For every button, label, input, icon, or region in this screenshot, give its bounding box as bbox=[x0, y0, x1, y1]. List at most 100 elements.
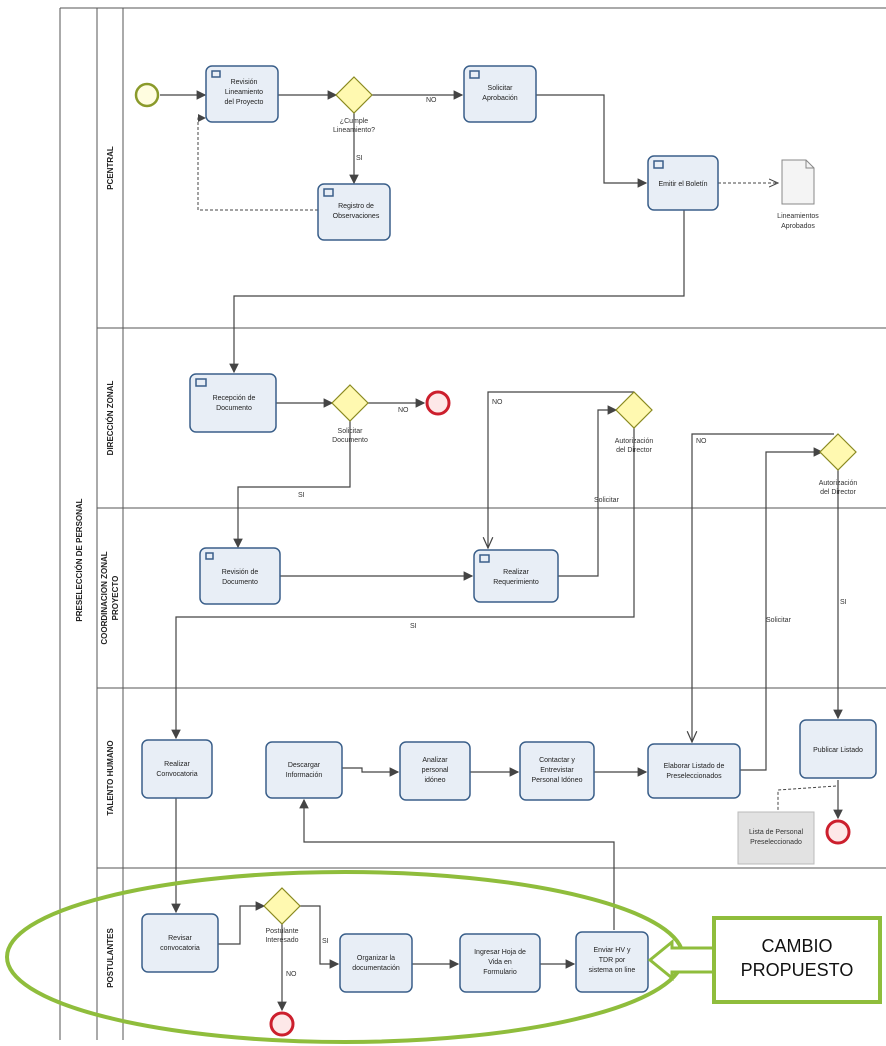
svg-text:Documento: Documento bbox=[216, 405, 252, 412]
end-event-publicar bbox=[825, 819, 851, 845]
svg-text:TDR por: TDR por bbox=[599, 957, 626, 964]
svg-text:Aprobación: Aprobación bbox=[482, 95, 518, 102]
svg-text:Documento: Documento bbox=[332, 437, 368, 444]
svg-text:Registro de: Registro de bbox=[338, 203, 374, 210]
svg-text:Interesado: Interesado bbox=[265, 937, 298, 944]
svg-text:documentación: documentación bbox=[352, 965, 400, 972]
svg-text:Contactar y: Contactar y bbox=[539, 757, 575, 764]
flow-label-no: NO bbox=[426, 97, 437, 104]
svg-text:Analizar: Analizar bbox=[422, 757, 448, 764]
flow-label-si: SI bbox=[356, 155, 363, 162]
svg-text:Ingresar Hoja de: Ingresar Hoja de bbox=[474, 949, 526, 956]
end-event-postulante bbox=[269, 1011, 295, 1037]
lane-label-pcentral: PCENTRAL bbox=[106, 146, 115, 190]
pool-frame bbox=[59, 7, 886, 1040]
gateway-cumple-lineamiento: ¿Cumple Lineamiento? bbox=[333, 76, 375, 134]
task-publicar-listado: Publicar Listado bbox=[799, 719, 877, 779]
task-registro-observaciones: Registro de Observaciones bbox=[317, 183, 391, 241]
svg-text:Lineamiento: Lineamiento bbox=[225, 89, 263, 96]
svg-text:del Director: del Director bbox=[820, 489, 856, 496]
document-lista-personal: Lista de Personal Preseleccionado bbox=[737, 811, 815, 865]
svg-text:Realizar: Realizar bbox=[164, 761, 190, 768]
lane-label-coordinacion-zonal: COORDINACION ZONAL bbox=[100, 551, 109, 644]
sequence-flows bbox=[160, 90, 843, 1012]
flow-label-no: NO bbox=[492, 399, 503, 406]
svg-text:Enviar HV y: Enviar HV y bbox=[594, 947, 631, 954]
svg-text:Autorización: Autorización bbox=[819, 480, 858, 487]
lane-label-direccion-zonal: DIRECCIÓN ZONAL bbox=[106, 381, 115, 456]
task-elaborar-listado: Elaborar Listado de Preseleccionados bbox=[647, 743, 741, 799]
envelope-icon bbox=[479, 554, 490, 563]
gateway-solicitar-documento: Solicitar Documento bbox=[331, 384, 369, 444]
svg-text:Autorización: Autorización bbox=[615, 438, 654, 445]
task-revisar-convocatoria: Revisar convocatoria bbox=[141, 913, 219, 973]
svg-text:Personal Idóneo: Personal Idóneo bbox=[532, 777, 583, 784]
task-recepcion-documento: Recepción de Documento bbox=[189, 373, 277, 433]
gateway-autorizacion-director-2: Autorización del Director bbox=[819, 433, 858, 496]
task-revision-lineamiento: Revisión Lineamiento del Proyecto bbox=[205, 65, 279, 123]
task-contactar-entrevistar: Contactar y Entrevistar Personal Idóneo bbox=[519, 741, 595, 801]
envelope-icon bbox=[323, 188, 334, 197]
gateway-autorizacion-director-1: Autorización del Director bbox=[615, 391, 654, 454]
svg-text:Realizar: Realizar bbox=[503, 569, 529, 576]
svg-text:convocatoria: convocatoria bbox=[160, 945, 200, 952]
task-revision-documento: Revisión de Documento bbox=[199, 547, 281, 605]
lane-label-talento-humano: TALENTO HUMANO bbox=[106, 740, 115, 815]
svg-text:Preseleccionado: Preseleccionado bbox=[750, 839, 802, 846]
svg-text:Lineamiento?: Lineamiento? bbox=[333, 127, 375, 134]
flow-label-no: NO bbox=[696, 438, 707, 445]
svg-text:Preseleccionados: Preseleccionados bbox=[666, 773, 722, 780]
envelope-icon bbox=[653, 160, 664, 169]
svg-text:Aprobados: Aprobados bbox=[781, 223, 815, 230]
svg-text:Descargar: Descargar bbox=[288, 762, 321, 769]
callout-box bbox=[712, 916, 882, 1004]
svg-text:Revisión de: Revisión de bbox=[222, 569, 259, 576]
task-emitir-boletin: Emitir el Boletín bbox=[647, 155, 719, 211]
task-ingresar-hoja-vida: Ingresar Hoja de Vida en Formulario bbox=[459, 933, 541, 993]
callout-text-line-2: PROPUESTO bbox=[741, 960, 854, 980]
end-event-solicitar-documento bbox=[425, 390, 451, 416]
svg-text:idóneo: idóneo bbox=[424, 777, 445, 784]
svg-text:Documento: Documento bbox=[222, 579, 258, 586]
task-analizar-personal: Analizar personal idóneo bbox=[399, 741, 471, 801]
svg-text:Solicitar: Solicitar bbox=[338, 428, 364, 435]
lane-label-postulantes: POSTULANTES bbox=[106, 928, 115, 988]
flow-label-no: NO bbox=[398, 407, 409, 414]
svg-text:Vida en: Vida en bbox=[488, 959, 512, 966]
callout-arrow bbox=[647, 924, 716, 996]
svg-text:Solicitar: Solicitar bbox=[488, 85, 514, 92]
svg-text:del Proyecto: del Proyecto bbox=[225, 99, 264, 106]
svg-text:Formulario: Formulario bbox=[483, 969, 517, 976]
task-realizar-convocatoria: Realizar Convocatoria bbox=[141, 739, 213, 799]
svg-text:Publicar Listado: Publicar Listado bbox=[813, 747, 863, 754]
svg-text:del Director: del Director bbox=[616, 447, 652, 454]
flow-label-si: SI bbox=[840, 599, 847, 606]
svg-text:¿Cumple: ¿Cumple bbox=[340, 118, 369, 125]
svg-text:Revisión: Revisión bbox=[231, 79, 258, 86]
svg-text:Lineamientos: Lineamientos bbox=[777, 213, 819, 220]
svg-text:Emitir el Boletín: Emitir el Boletín bbox=[658, 181, 707, 188]
callout-text-line-1: CAMBIO bbox=[761, 936, 832, 956]
svg-text:Recepción de: Recepción de bbox=[213, 395, 256, 402]
svg-text:Requerimiento: Requerimiento bbox=[493, 579, 539, 586]
flow-label-no: NO bbox=[286, 971, 297, 978]
task-enviar-hv: Enviar HV y TDR por sistema on line bbox=[575, 931, 649, 993]
start-event bbox=[134, 82, 160, 108]
document-lineamientos-aprobados: Lineamientos Aprobados bbox=[777, 159, 819, 230]
svg-text:Elaborar Listado de: Elaborar Listado de bbox=[664, 763, 725, 770]
svg-text:Lista de Personal: Lista de Personal bbox=[749, 829, 804, 836]
envelope-icon bbox=[195, 378, 207, 387]
flow-label-solicitar: Solicitar bbox=[766, 617, 792, 624]
task-type-icon bbox=[211, 70, 221, 78]
pool-title: PRESELECCIÓN DE PERSONAL bbox=[75, 498, 84, 621]
envelope-icon bbox=[469, 70, 480, 79]
task-realizar-requerimiento: Realizar Requerimiento bbox=[473, 549, 559, 603]
flow-label-solicitar: Solicitar bbox=[594, 497, 620, 504]
svg-text:Postulante: Postulante bbox=[265, 928, 298, 935]
flow-label-si: SI bbox=[322, 938, 329, 945]
task-type-icon bbox=[205, 552, 214, 560]
task-descargar-informacion: Descargar Información bbox=[265, 741, 343, 799]
gateway-postulante-interesado: Postulante Interesado bbox=[263, 887, 301, 944]
flow-label-si: SI bbox=[298, 492, 305, 499]
